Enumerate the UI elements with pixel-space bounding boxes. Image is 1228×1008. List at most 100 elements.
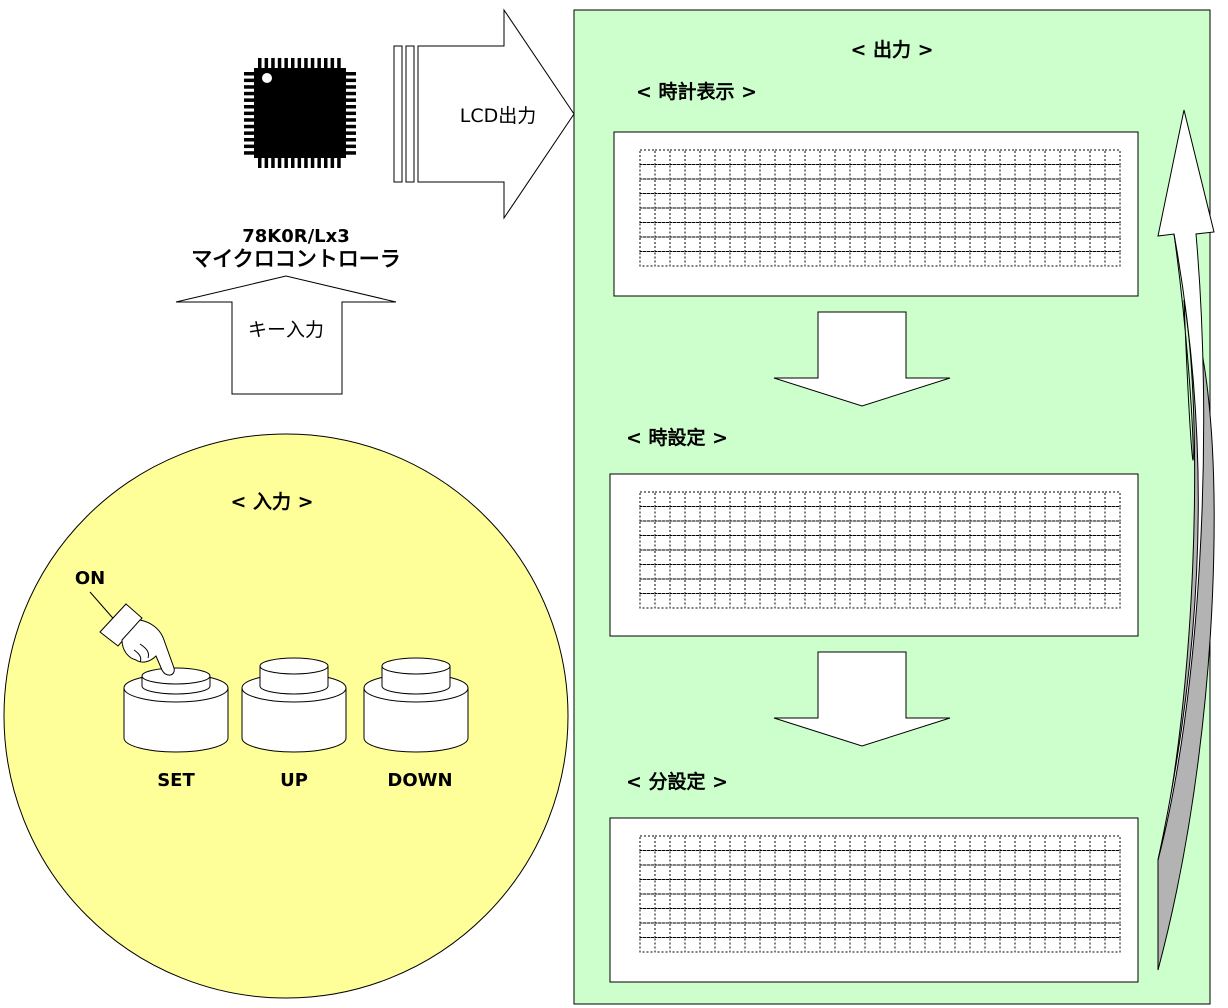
lcd-dot — [669, 593, 686, 609]
lcd-dot — [759, 251, 776, 267]
lcd-dot — [804, 893, 821, 909]
lcd-dot — [819, 193, 836, 209]
curved-return-arrow-icon — [1157, 109, 1215, 971]
lcd-dot — [1044, 520, 1061, 536]
lcd-dot — [984, 908, 1001, 924]
lcd-dot — [774, 908, 791, 924]
lcd-dot — [819, 922, 836, 938]
lcd-dot — [849, 149, 866, 165]
lcd-dot — [1089, 864, 1106, 880]
lcd-dot — [969, 879, 986, 895]
lcd-dot — [879, 835, 896, 851]
lcd-dot — [864, 164, 881, 180]
up-button[interactable] — [241, 657, 347, 753]
lcd-dot — [924, 164, 941, 180]
on-label: ON — [75, 568, 105, 589]
lcd-dot — [969, 251, 986, 267]
lcd-dot — [1014, 236, 1031, 252]
lcd-dot — [684, 893, 701, 909]
lcd-dot — [954, 207, 971, 223]
lcd-dot — [1104, 193, 1121, 209]
lcd-dot — [789, 879, 806, 895]
lcd-dot — [774, 236, 791, 252]
lcd-dot — [969, 549, 986, 565]
lcd-dot — [714, 236, 731, 252]
lcd-dot — [834, 850, 851, 866]
lcd-dot — [849, 549, 866, 565]
lcd-dot — [984, 193, 1001, 209]
lcd-dot — [654, 908, 671, 924]
lcd-dot — [1044, 835, 1061, 851]
lcd-dot — [1104, 593, 1121, 609]
lcd-dot — [1074, 937, 1091, 953]
lcd-dot — [684, 908, 701, 924]
lcd-dot — [879, 864, 896, 880]
lcd-dot — [864, 593, 881, 609]
lcd-dot — [834, 835, 851, 851]
lcd-dot — [1029, 506, 1046, 522]
lcd-dot — [669, 850, 686, 866]
lcd-dot — [999, 937, 1016, 953]
lcd-dot — [774, 535, 791, 551]
lcd-dot — [984, 222, 1001, 238]
lcd-dot — [729, 922, 746, 938]
lcd-dot — [744, 491, 761, 507]
lcd-dot — [714, 564, 731, 580]
lcd-dot — [729, 193, 746, 209]
lcd-dot — [684, 193, 701, 209]
set-button[interactable] — [123, 667, 229, 753]
lcd-dot — [684, 879, 701, 895]
lcd-dot — [1059, 564, 1076, 580]
lcd-dot — [969, 922, 986, 938]
lcd-dot — [1089, 193, 1106, 209]
lcd-dot — [969, 178, 986, 194]
lcd-dot — [1029, 850, 1046, 866]
lcd-dot — [909, 178, 926, 194]
lcd-dot — [864, 193, 881, 209]
lcd-dot — [669, 251, 686, 267]
lcd-dot — [924, 850, 941, 866]
lcd-dot — [864, 491, 881, 507]
lcd-dot — [909, 251, 926, 267]
lcd-dot — [684, 864, 701, 880]
lcd-dot — [774, 864, 791, 880]
lcd-dot — [639, 893, 656, 909]
lcd-dot — [894, 506, 911, 522]
lcd-dot — [849, 835, 866, 851]
lcd-dot — [1089, 549, 1106, 565]
lcd-dot — [1104, 222, 1121, 238]
lcd-dot — [939, 564, 956, 580]
lcd-dot — [984, 879, 1001, 895]
lcd-dot — [954, 549, 971, 565]
lcd-dot — [1089, 149, 1106, 165]
lcd-dot — [744, 835, 761, 851]
lcd-dot — [819, 578, 836, 594]
lcd-dot — [1104, 251, 1121, 267]
lcd-dot — [984, 491, 1001, 507]
lcd-output-label: LCD出力 — [460, 105, 536, 127]
lcd-dot — [699, 251, 716, 267]
lcd-dot — [1074, 864, 1091, 880]
lcd-dot — [849, 908, 866, 924]
lcd-dot — [639, 520, 656, 536]
down-button-body[interactable] — [363, 687, 469, 753]
lcd-dot — [864, 937, 881, 953]
lcd-dot — [1059, 922, 1076, 938]
lcd-dot — [729, 535, 746, 551]
lcd-dot — [714, 893, 731, 909]
lcd-dot — [744, 251, 761, 267]
lcd-dot — [699, 564, 716, 580]
down-button[interactable] — [363, 657, 469, 753]
lcd-dot — [924, 578, 941, 594]
lcd-dot — [1059, 491, 1076, 507]
lcd-dot — [714, 149, 731, 165]
lcd-dot — [969, 207, 986, 223]
lcd-dot — [1074, 578, 1091, 594]
lcd-dot — [999, 593, 1016, 609]
lcd-dot — [954, 520, 971, 536]
lcd-dot — [804, 879, 821, 895]
lcd-dot — [864, 520, 881, 536]
lcd-dot — [1044, 549, 1061, 565]
lcd-dot — [789, 520, 806, 536]
lcd-dot — [759, 835, 776, 851]
